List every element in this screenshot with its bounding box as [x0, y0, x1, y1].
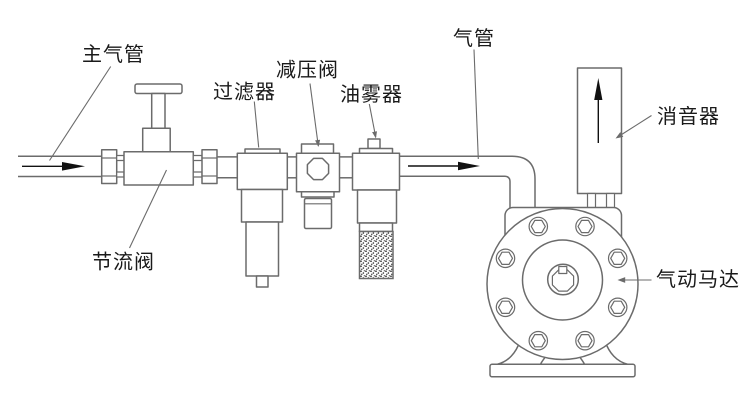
oil-mist-device	[351, 138, 401, 280]
main-air-pipe-label: 主气管	[82, 43, 145, 66]
muffler-label: 消音器	[657, 105, 720, 128]
label-air-pipe: 气管	[453, 27, 495, 160]
throttle-valve-stem	[150, 92, 166, 130]
motor-flange	[486, 207, 639, 361]
pneumatic-motor	[486, 206, 639, 378]
air-pipe	[399, 155, 536, 209]
lubricator-upper-bowl	[356, 189, 398, 224]
motor-bolt	[607, 297, 628, 318]
pipe-reducer-to-lubricator	[339, 156, 353, 179]
label-throttle-valve: 节流阀	[92, 169, 167, 274]
label-pressure-reducing-valve: 减压阀	[276, 59, 339, 147]
lubricator-body	[351, 152, 401, 191]
filter-body	[236, 152, 289, 191]
motor-shaft-keyway	[558, 265, 568, 275]
filter-bowl	[245, 221, 280, 277]
pressure-reducing-valve-label: 减压阀	[276, 59, 339, 82]
lubricator-knob	[367, 138, 381, 150]
exhaust-arrow-icon	[594, 78, 603, 143]
outlet-flow-arrow-icon	[408, 161, 480, 171]
filter	[236, 148, 289, 288]
inlet-flow-arrow-icon	[22, 162, 85, 171]
main-air-pipe	[18, 155, 102, 178]
reducer-cap	[300, 143, 335, 155]
reducer-body	[295, 152, 341, 193]
motor-inner-circle	[521, 239, 604, 321]
motor-bolt	[528, 330, 549, 351]
muffler	[576, 67, 623, 210]
label-main-air-pipe: 主气管	[49, 43, 145, 161]
throttle-valve	[123, 83, 195, 186]
reducer-knob	[303, 197, 333, 230]
lubricator-neck	[358, 222, 394, 233]
throttle-valve-label: 节流阀	[92, 251, 155, 274]
motor-shaft	[546, 263, 580, 296]
motor-base	[489, 363, 636, 378]
label-pneumatic-motor: 气动马达	[617, 268, 740, 291]
motor-bolt	[495, 248, 516, 269]
label-filter: 过滤器	[213, 81, 276, 148]
air-pipe-label: 气管	[453, 27, 495, 50]
filter-drain	[255, 275, 269, 288]
motor-bolt	[575, 216, 595, 237]
motor-bolt	[607, 248, 628, 269]
inlet-pipe-fitting	[100, 148, 125, 185]
motor-bolt	[528, 216, 549, 237]
pneumatic-motor-label: 气动马达	[656, 268, 740, 291]
pressure-reducing-valve	[295, 143, 341, 230]
oil-mist-device-label: 油雾器	[340, 83, 403, 106]
outlet-pipe-fitting	[192, 148, 238, 185]
throttle-valve-bonnet	[141, 127, 171, 153]
label-oil-mist-device: 油雾器	[340, 83, 403, 139]
filter-label: 过滤器	[213, 81, 276, 104]
pipe-filter-to-reducer	[287, 156, 297, 179]
throttle-valve-body	[123, 150, 195, 186]
reducer-neck	[300, 191, 335, 198]
lubricator-mesh-bowl	[358, 230, 394, 280]
filter-upper-bowl	[240, 188, 284, 223]
muffler-leg	[586, 192, 597, 210]
label-muffler: 消音器	[615, 105, 720, 139]
motor-bolt	[575, 330, 595, 351]
motor-bolt	[495, 297, 516, 318]
muffler-leg	[605, 192, 616, 210]
throttle-valve-handle	[134, 83, 183, 95]
reducer-dial	[306, 157, 330, 181]
